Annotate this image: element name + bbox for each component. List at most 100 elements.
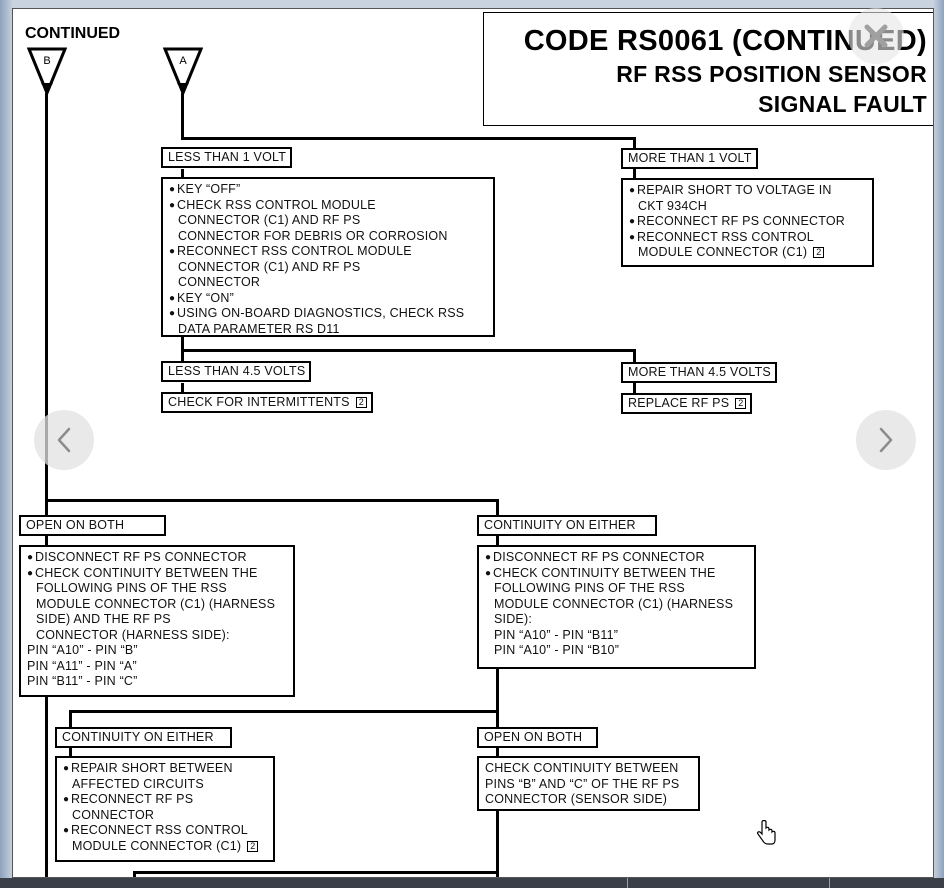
- close-viewer-button[interactable]: [848, 8, 904, 64]
- step-text: REPAIR SHORT BETWEEN: [71, 761, 233, 775]
- manual-page: CONTINUED CODE RS0061 (CONTINUED) RF RSS…: [12, 8, 934, 878]
- step-line: CONNECTOR FOR DEBRIS OR CORROSION: [169, 229, 487, 245]
- step-line: ●KEY “OFF”: [169, 182, 487, 198]
- step-line: CONNECTOR: [169, 275, 487, 291]
- chevron-left-icon: [57, 427, 71, 453]
- step-line: CONNECTOR: [63, 808, 267, 824]
- step-text: DISCONNECT RF PS CONNECTOR: [493, 550, 705, 564]
- step-line: ●RECONNECT RF PS: [63, 792, 267, 808]
- step-line: MODULE CONNECTOR (C1) 2: [629, 245, 866, 261]
- step-text: MODULE CONNECTOR (C1): [72, 838, 242, 853]
- step-text: CONNECTOR (HARNESS SIDE):: [36, 627, 230, 642]
- less-than-1-volt-label: LESS THAN 1 VOLT: [161, 147, 293, 168]
- step-text: RECONNECT RSS CONTROL MODULE: [177, 244, 412, 258]
- reference-2-icon: 2: [355, 397, 367, 408]
- step-text: CKT 934CH: [638, 198, 707, 213]
- step-text: PIN “A11” - PIN “A”: [27, 658, 137, 673]
- flow-line: [133, 871, 136, 877]
- step-text: CONNECTOR (C1) AND RF PS: [178, 259, 361, 274]
- step-text: REPAIR SHORT TO VOLTAGE IN: [637, 183, 832, 197]
- step-line: ●REPAIR SHORT TO VOLTAGE IN: [629, 183, 866, 199]
- step-text: CONNECTOR: [72, 807, 155, 822]
- step-text: CHECK CONTINUITY BETWEEN: [485, 761, 679, 775]
- continuity-on-either-label: CONTINUITY ON EITHER: [477, 515, 657, 536]
- step-text: AFFECTED CIRCUITS: [72, 776, 204, 791]
- bullet-icon: ●: [169, 292, 176, 304]
- bottom-open-on-both-label: OPEN ON BOTH: [477, 727, 598, 748]
- step-line: PIN “A10” - PIN “B”: [27, 643, 287, 659]
- flow-line: [181, 169, 184, 178]
- step-line: PIN “A10” - PIN “B11”: [485, 628, 748, 644]
- more-than-4-5-volts-label: MORE THAN 4.5 VOLTS: [621, 362, 777, 383]
- step-line: ●CHECK CONTINUITY BETWEEN THE: [485, 566, 748, 582]
- step-line: FOLLOWING PINS OF THE RSS: [485, 581, 748, 597]
- flow-line: [45, 93, 48, 877]
- bullet-icon: ●: [27, 567, 34, 579]
- open-on-both-label: OPEN ON BOTH: [19, 515, 166, 536]
- step-line: ●USING ON-BOARD DIAGNOSTICS, CHECK RSS: [169, 306, 487, 322]
- step-line: ●RECONNECT RSS CONTROL: [63, 823, 267, 839]
- bullet-icon: ●: [169, 308, 176, 319]
- replace-rf-ps-text: REPLACE RF PS: [628, 396, 730, 410]
- flow-line: [133, 871, 499, 874]
- step-text: DATA PARAMETER RS D11: [178, 321, 340, 336]
- flow-line: [181, 383, 184, 393]
- step-text: CONNECTOR (C1) AND RF PS: [178, 213, 361, 227]
- flow-line: [633, 137, 636, 149]
- step-line: SIDE) AND THE RF PS: [27, 612, 287, 628]
- flow-line: [633, 349, 636, 363]
- viewer-left-edge: [0, 0, 12, 888]
- bullet-icon: ●: [629, 216, 636, 227]
- flow-line: [496, 809, 499, 877]
- flow-line: [69, 710, 72, 728]
- step-text: PIN “A10” - PIN “B”: [27, 643, 138, 657]
- bullet-icon: ●: [169, 184, 176, 195]
- step-text: MODULE CONNECTOR (C1): [638, 245, 808, 259]
- close-icon: [864, 24, 888, 48]
- bullet-icon: ●: [629, 185, 636, 196]
- step-text: CONNECTOR (SENSOR SIDE): [485, 792, 668, 806]
- step-text: SIDE):: [494, 612, 533, 626]
- step-line: ●KEY “ON”: [169, 291, 487, 307]
- bullet-icon: ●: [27, 552, 34, 563]
- check-for-intermittents-text: CHECK FOR INTERMITTENTS: [168, 395, 350, 409]
- step-line: ●RECONNECT RSS CONTROL MODULE: [169, 244, 487, 260]
- step-line: ●CHECK RSS CONTROL MODULE: [169, 198, 487, 214]
- step-text: CHECK CONTINUITY BETWEEN THE: [35, 565, 258, 580]
- flow-line: [496, 535, 499, 545]
- step-line: PIN “A11” - PIN “A”: [27, 659, 287, 675]
- step-line: ●RECONNECT RF PS CONNECTOR: [629, 214, 866, 230]
- connector-b-symbol: B: [27, 47, 67, 95]
- step-line: CONNECTOR (C1) AND RF PS: [169, 260, 487, 276]
- bullet-icon: ●: [63, 763, 70, 774]
- check-for-intermittents-box: CHECK FOR INTERMITTENTS 2: [161, 392, 373, 413]
- bullet-icon: ●: [63, 794, 70, 805]
- step-text: CHECK CONTINUITY BETWEEN THE: [493, 565, 716, 580]
- previous-page-button[interactable]: [34, 410, 94, 470]
- flow-line: [496, 669, 499, 729]
- step-text: RECONNECT RF PS: [71, 792, 194, 806]
- flow-line: [181, 93, 184, 139]
- flow-line: [45, 535, 48, 545]
- flow-line: [633, 169, 636, 178]
- connector-a-symbol: A: [163, 47, 203, 95]
- bullet-icon: ●: [63, 825, 70, 836]
- step-line: ●DISCONNECT RF PS CONNECTOR: [485, 550, 748, 566]
- step-text: KEY “ON”: [177, 290, 234, 305]
- flow-line: [633, 383, 636, 393]
- step-line: MODULE CONNECTOR (C1) (HARNESS: [27, 597, 287, 613]
- chevron-right-icon: [879, 427, 893, 453]
- reference-2-icon: 2: [813, 247, 825, 258]
- step-line: FOLLOWING PINS OF THE RSS: [27, 581, 287, 597]
- step-text: PIN “A10” - PIN “B11”: [494, 627, 619, 642]
- step-line: MODULE CONNECTOR (C1)2: [63, 839, 267, 855]
- bottom-continuity-on-either-label: CONTINUITY ON EITHER: [55, 727, 232, 748]
- next-page-button[interactable]: [856, 410, 916, 470]
- bullet-icon: ●: [485, 552, 492, 563]
- step-line: AFFECTED CIRCUITS: [63, 777, 267, 793]
- step-text: RECONNECT RSS CONTROL: [637, 229, 814, 244]
